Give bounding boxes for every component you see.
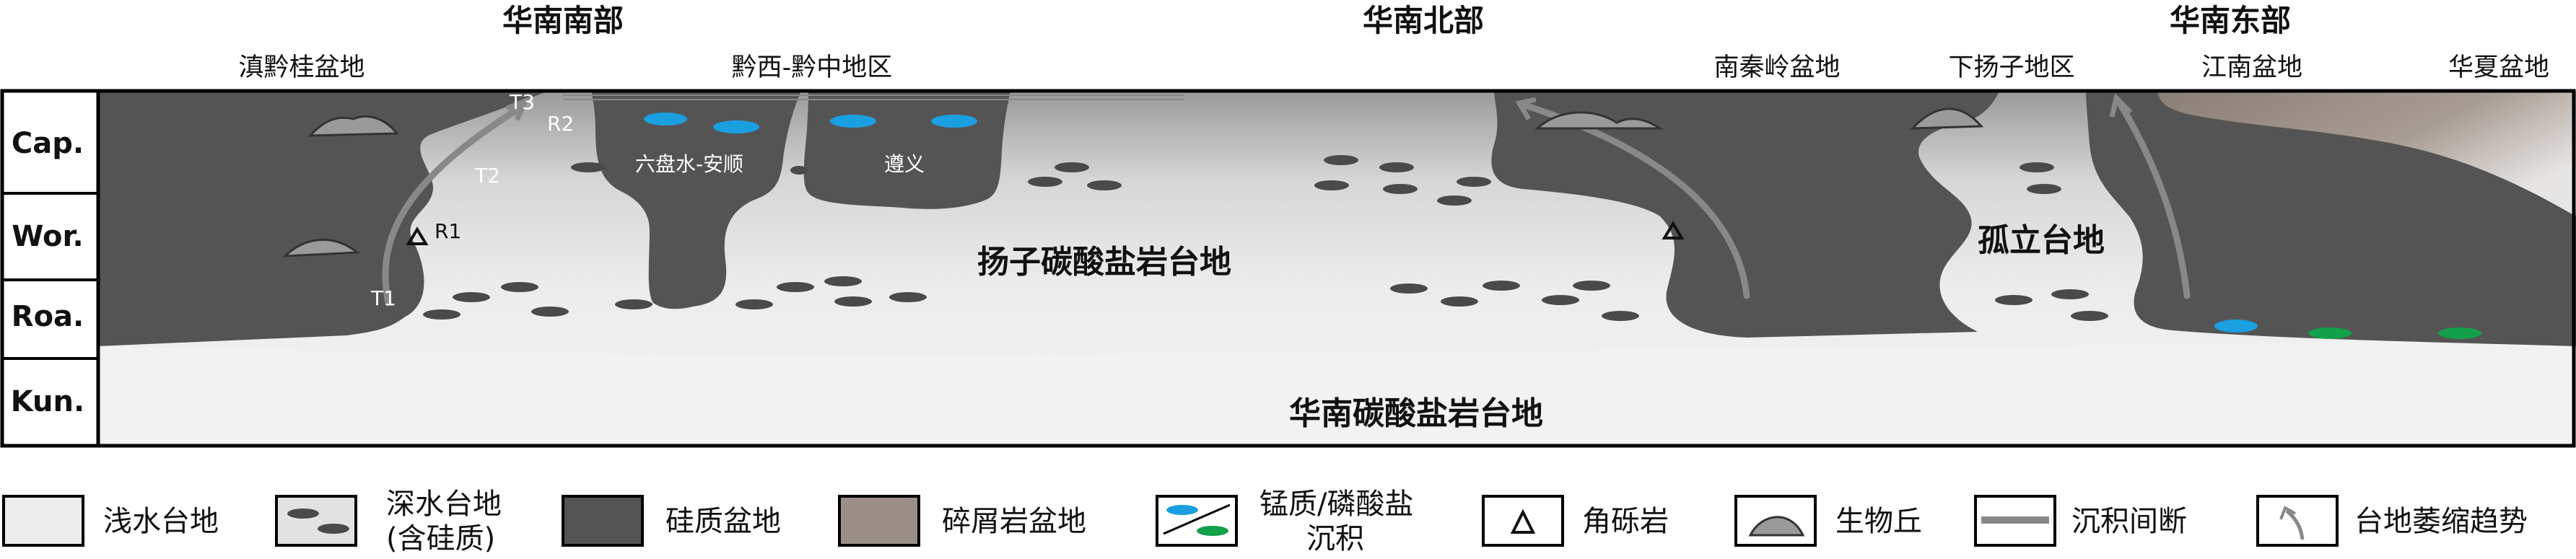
label-zunyi: 遵义 xyxy=(884,152,925,176)
liupanshui-basin xyxy=(592,91,801,309)
region-south-title: 华南南部 xyxy=(502,3,624,38)
legend: 浅水台地 深水台地 (含硅质) 硅质盆地 碎屑岩盆地 锰质/磷酸盐 沉积 角砾岩… xyxy=(2,488,2528,555)
subregion-dianqiangui: 滇黔桂盆地 xyxy=(238,53,364,82)
legend-swatch-clastic xyxy=(838,495,920,547)
legend-shrink: 台地萎缩趋势 xyxy=(2354,505,2528,538)
region-north-title: 华南北部 xyxy=(1363,3,1484,38)
stage-capitanian: Cap. xyxy=(12,127,84,160)
label-isolated-platform: 孤立台地 xyxy=(1978,222,2105,259)
label-T2: T2 xyxy=(474,164,500,188)
subregion-xiayangzi: 下扬子地区 xyxy=(1948,53,2074,82)
legend-bioherm: 生物丘 xyxy=(1835,505,1922,538)
legend-hiatus: 沉积间断 xyxy=(2071,505,2187,538)
legend-clastic: 碎屑岩盆地 xyxy=(942,505,1086,538)
legend-shallow: 浅水台地 xyxy=(103,505,219,538)
legend-swatch-mn xyxy=(1156,495,1238,547)
label-T3: T3 xyxy=(509,90,535,114)
label-T1: T1 xyxy=(370,286,396,310)
stage-roadian: Roa. xyxy=(12,300,84,333)
label-huanan-platform: 华南碳酸盐岩台地 xyxy=(1289,395,1543,432)
subregion-nanqinling: 南秦岭盆地 xyxy=(1713,53,1840,82)
clastic-basin xyxy=(2158,91,2576,216)
legend-deep-line1: 深水台地 xyxy=(386,488,502,521)
label-R2: R2 xyxy=(547,112,574,136)
hiatus-line xyxy=(563,94,1184,100)
legend-swatch-deep xyxy=(275,495,357,547)
region-east-title: 华南东部 xyxy=(2170,3,2291,38)
label-liupanshui: 六盘水-安顺 xyxy=(635,152,743,176)
legend-mn-line1: 锰质/磷酸盐 xyxy=(1259,488,1413,521)
chert-nodules xyxy=(423,155,2108,321)
stage-column xyxy=(0,89,100,448)
legend-breccia: 角砾岩 xyxy=(1582,505,1669,538)
stage-wordian: Wor. xyxy=(12,220,83,253)
nanqinling-basin xyxy=(1491,91,1999,338)
label-R1: R1 xyxy=(435,219,461,243)
legend-swatch-breccia xyxy=(1482,495,1564,547)
legend-mn-line2: 沉积 xyxy=(1306,522,1364,555)
subregion-qianxi: 黔西-黔中地区 xyxy=(732,53,893,82)
left-siliceous-basin xyxy=(98,91,549,346)
subregion-jiangnan: 江南盆地 xyxy=(2201,53,2302,82)
legend-siliceous: 硅质盆地 xyxy=(665,505,781,538)
stage-kungurian: Kun. xyxy=(11,385,84,418)
legend-swatch-siliceous xyxy=(562,495,644,547)
label-yangzi-platform: 扬子碳酸盐岩台地 xyxy=(977,244,1231,281)
cross-section: T1 T2 T3 R1 R2 六盘水-安顺 遵义 扬子碳酸盐岩台地 孤立台地 华… xyxy=(98,90,2576,446)
legend-deep-line2: (含硅质) xyxy=(386,522,495,555)
zunyi-basin xyxy=(803,91,1010,209)
legend-swatch-shallow xyxy=(2,495,84,547)
subregion-huaxia: 华夏盆地 xyxy=(2448,53,2549,82)
